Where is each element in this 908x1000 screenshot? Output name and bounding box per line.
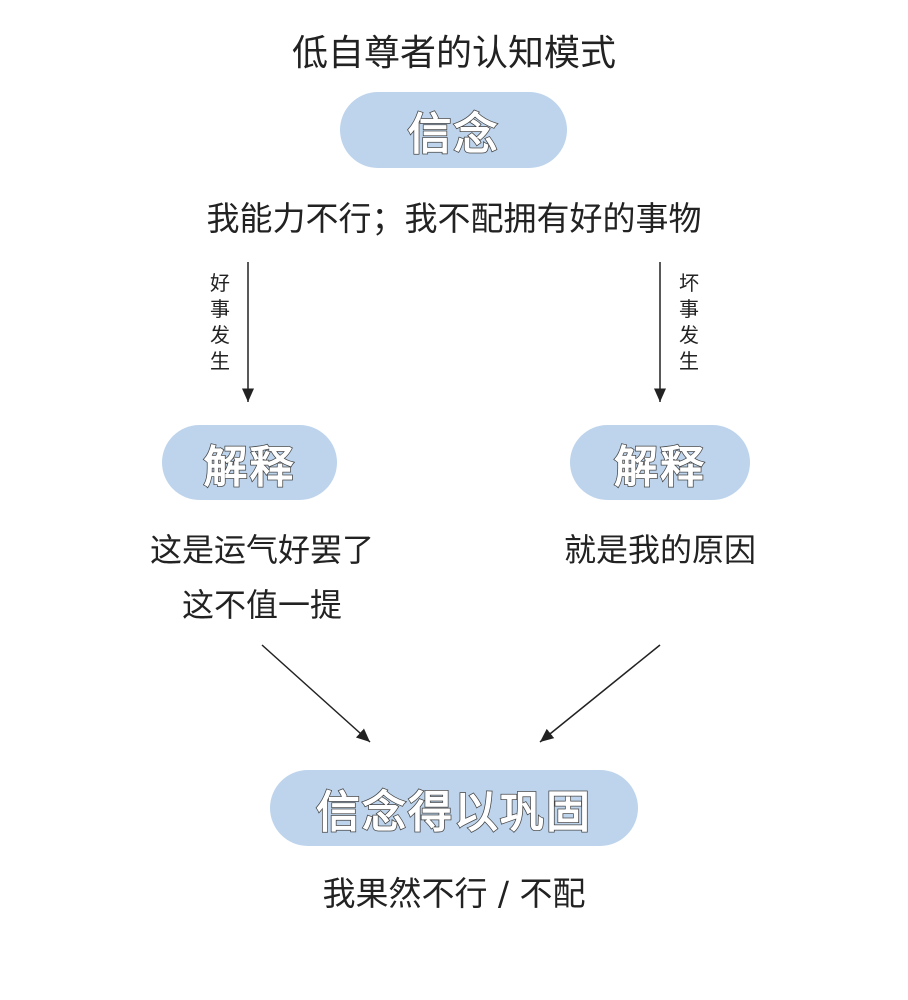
result-text: 我果然不行 / 不配 [322,874,586,913]
right-text-1: 就是我的原因 [563,531,756,569]
left-interpretation-label: 解释 [203,441,296,494]
right-interpretation-label: 解释 [613,441,706,494]
right-trigger-label: 坏事发生 [679,271,699,373]
diagram-title: 低自尊者的认知模式 [291,33,616,74]
result-node: 信念得以巩固 [270,770,638,846]
left-text-1: 这是运气好罢了 [149,531,374,569]
belief-text: 我能力不行；我不配拥有好的事物 [206,199,702,238]
right-diagonal-arrow [539,644,661,743]
belief-label: 信念 [407,108,500,161]
belief-node: 信念 [340,92,567,168]
result-label: 信念得以巩固 [315,786,592,839]
left-text-2: 这不值一提 [181,586,342,624]
left-diagonal-arrow [261,644,371,743]
left-interpretation-node: 解释 [162,425,337,500]
left-trigger-label: 好事发生 [210,271,230,373]
right-interpretation-node: 解释 [570,425,750,500]
